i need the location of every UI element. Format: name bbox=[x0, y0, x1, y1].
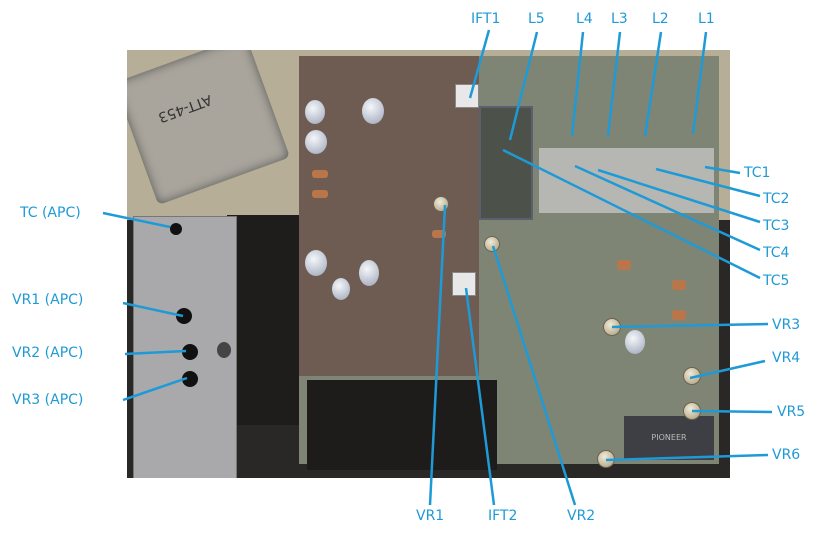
label-l1: L1 bbox=[698, 11, 715, 27]
label-tc1: TC1 bbox=[744, 165, 771, 181]
leader-vr2 bbox=[491, 245, 577, 506]
label-ift2: IFT2 bbox=[488, 508, 518, 524]
vr2-pot bbox=[484, 236, 500, 252]
leader-l4 bbox=[570, 31, 585, 137]
label-l2: L2 bbox=[652, 11, 669, 27]
bottom-dark-area bbox=[307, 380, 497, 470]
leader-vr1-apc bbox=[122, 301, 184, 318]
tc-apc-hole bbox=[170, 223, 182, 235]
label-ift1: IFT1 bbox=[471, 11, 501, 27]
leader-vr5 bbox=[691, 409, 773, 414]
leader-vr1 bbox=[428, 204, 447, 506]
label-vr1-apc: VR1 (APC) bbox=[12, 292, 84, 308]
leader-vr3 bbox=[611, 322, 769, 329]
leader-vr6 bbox=[605, 453, 769, 462]
leader-ift2 bbox=[464, 287, 496, 506]
label-vr6: VR6 bbox=[772, 447, 801, 463]
label-vr5: VR5 bbox=[777, 404, 806, 420]
coil-frame bbox=[479, 106, 533, 220]
label-tc-apc: TC (APC) bbox=[20, 205, 81, 221]
leader-tc-apc bbox=[102, 211, 171, 229]
label-tc2: TC2 bbox=[763, 191, 790, 207]
leader-tc1 bbox=[704, 165, 741, 175]
label-l4: L4 bbox=[576, 11, 593, 27]
leader-l1 bbox=[691, 31, 708, 135]
leader-vr3-apc bbox=[122, 376, 188, 402]
label-vr4: VR4 bbox=[772, 350, 801, 366]
vr2-apc-hole bbox=[182, 344, 198, 360]
label-vr2-apc: VR2 (APC) bbox=[12, 345, 84, 361]
leader-tc5 bbox=[502, 148, 761, 280]
vr1-apc-hole bbox=[176, 308, 192, 324]
leader-ift1 bbox=[468, 29, 491, 99]
label-tc4: TC4 bbox=[763, 245, 790, 261]
leader-l3 bbox=[606, 31, 622, 137]
label-vr1: VR1 bbox=[416, 508, 445, 524]
leader-l2 bbox=[643, 31, 663, 137]
ift2-can bbox=[452, 272, 476, 296]
left-dark-area bbox=[227, 215, 307, 425]
vr3-apc-hole bbox=[182, 371, 198, 387]
leader-l5 bbox=[508, 31, 539, 141]
label-l3: L3 bbox=[611, 11, 628, 27]
extra-hole bbox=[217, 342, 231, 358]
label-vr3: VR3 bbox=[772, 317, 801, 333]
leader-tc4 bbox=[574, 164, 761, 252]
leader-vr4 bbox=[689, 359, 766, 380]
ift1-can bbox=[455, 84, 479, 108]
circuit-board-photo: ATT-453 PIONEER bbox=[127, 50, 730, 478]
label-vr3-apc: VR3 (APC) bbox=[12, 392, 84, 408]
pioneer-module: PIONEER bbox=[624, 416, 714, 460]
shield-box bbox=[133, 216, 237, 478]
module-label: PIONEER bbox=[651, 433, 687, 442]
label-vr2: VR2 bbox=[567, 508, 596, 524]
leader-tc2 bbox=[655, 167, 761, 198]
heatsink bbox=[539, 148, 714, 213]
label-tc5: TC5 bbox=[763, 273, 790, 289]
leader-vr2-apc bbox=[124, 349, 187, 356]
label-tc3: TC3 bbox=[763, 218, 790, 234]
label-l5: L5 bbox=[528, 11, 545, 27]
leader-tc3 bbox=[597, 168, 761, 224]
